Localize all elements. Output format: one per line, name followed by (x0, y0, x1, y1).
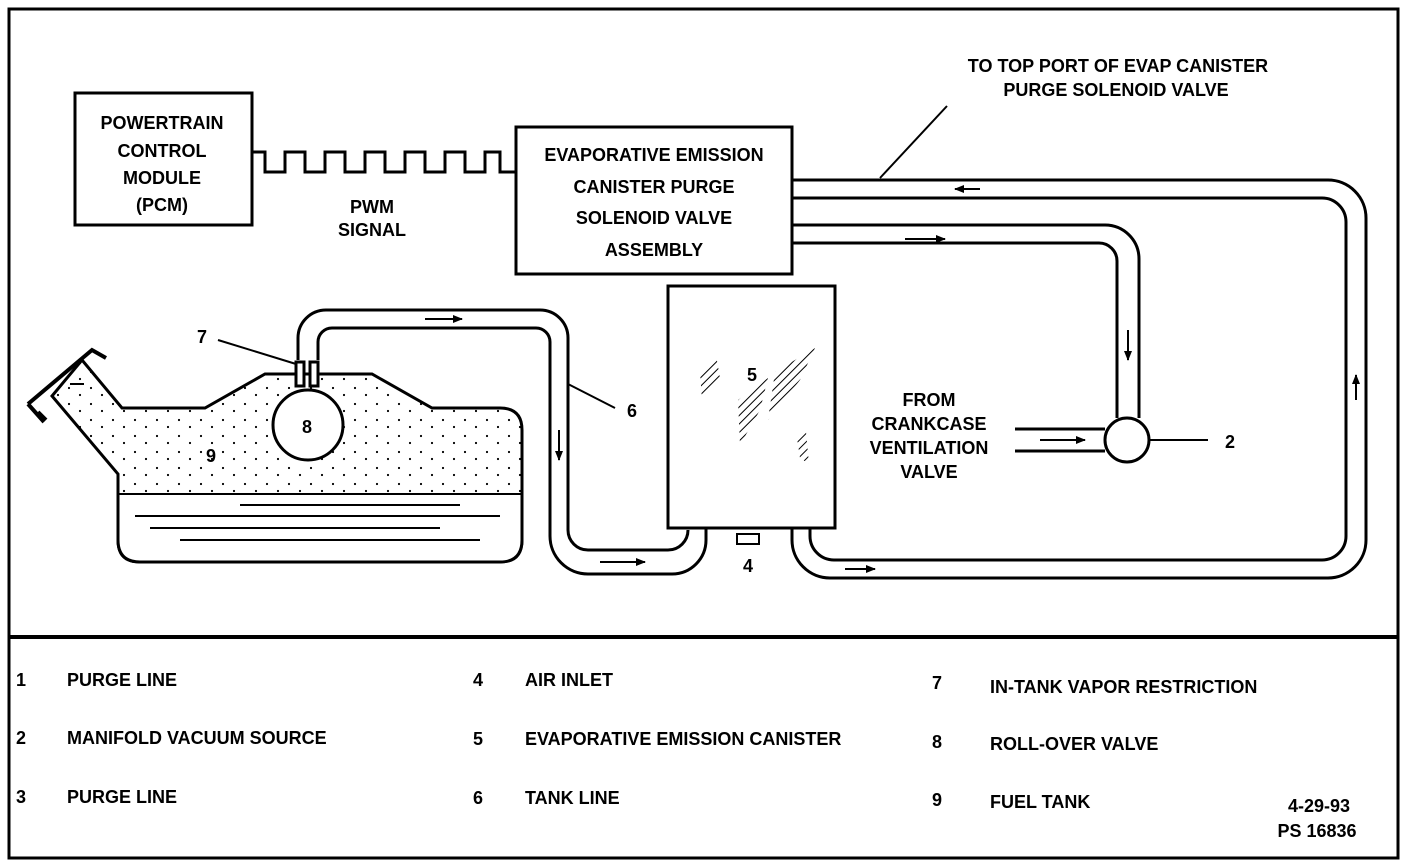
crankcase-label-line2: CRANKCASE (871, 414, 986, 434)
legend-label-9: FUEL TANK (990, 792, 1090, 812)
canister-hatch-1 (700, 355, 720, 400)
legend-label-5: EVAPORATIVE EMISSION CANISTER (525, 729, 841, 749)
crankcase-label-line4: VALVE (900, 462, 957, 482)
legend-num-2: 2 (16, 728, 26, 748)
legend-num-4: 4 (473, 670, 483, 690)
manifold-vacuum-node (1103, 416, 1151, 464)
crankcase-label-line3: VENTILATION (870, 438, 989, 458)
fuel-tank: 9 (26, 347, 524, 564)
canister-hatch-4 (797, 432, 809, 464)
tank-line (296, 308, 708, 576)
top-port-label-line2: PURGE SOLENOID VALVE (1003, 80, 1228, 100)
pcm-label-line1: POWERTRAIN (101, 113, 224, 133)
callout-9: 9 (206, 446, 216, 466)
pwm-label-line2: SIGNAL (338, 220, 406, 240)
pwm-signal-wave (252, 150, 516, 174)
top-port-leader (879, 105, 948, 179)
legend-num-6: 6 (473, 788, 483, 808)
filler-neck-cap (26, 347, 107, 424)
callout-2: 2 (1225, 432, 1235, 452)
legend-label-2: MANIFOLD VACUUM SOURCE (67, 728, 327, 748)
legend-label-1: PURGE LINE (67, 670, 177, 690)
callout-6-leader (567, 383, 616, 409)
roll-over-valve (271, 388, 345, 462)
figure-ref: PS 16836 (1277, 821, 1356, 841)
callout-7: 7 (197, 327, 207, 347)
outer-purge-line (790, 178, 1368, 580)
air-inlet (736, 533, 760, 545)
legend-num-3: 3 (16, 787, 26, 807)
pcm-label-line3: MODULE (123, 168, 201, 188)
valve-label-line2: CANISTER PURGE (573, 177, 734, 197)
canister-hatch-3 (768, 348, 815, 420)
legend-num-8: 8 (932, 732, 942, 752)
legend-num-7: 7 (932, 673, 942, 693)
valve-label-line1: EVAPORATIVE EMISSION (544, 145, 763, 165)
legend-num-5: 5 (473, 729, 483, 749)
pwm-label-line1: PWM (350, 197, 394, 217)
callout-4: 4 (743, 556, 753, 576)
vapor-restriction-left (294, 360, 306, 388)
callout-8: 8 (302, 417, 312, 437)
legend: 1 PURGE LINE 2 MANIFOLD VACUUM SOURCE 3 … (16, 670, 1257, 812)
legend-label-4: AIR INLET (525, 670, 613, 690)
outer-frame (7, 7, 1400, 860)
legend-num-9: 9 (932, 790, 942, 810)
pcm-box: POWERTRAIN CONTROL MODULE (PCM) (73, 91, 254, 227)
valve-label-line4: ASSEMBLY (605, 240, 703, 260)
top-port-label-line1: TO TOP PORT OF EVAP CANISTER (968, 56, 1268, 76)
vapor-restriction-right (308, 360, 320, 388)
callout-7-leader (217, 339, 297, 365)
manifold-vacuum-line (792, 223, 1141, 418)
pcm-label-line2: CONTROL (118, 141, 207, 161)
legend-label-6: TANK LINE (525, 788, 620, 808)
canister-hatch-2 (738, 378, 768, 445)
pcm-label-line4: (PCM) (136, 195, 188, 215)
legend-label-3: PURGE LINE (67, 787, 177, 807)
legend-label-8: ROLL-OVER VALVE (990, 734, 1158, 754)
valve-label-line3: SOLENOID VALVE (576, 208, 732, 228)
purge-solenoid-valve-box: EVAPORATIVE EMISSION CANISTER PURGE SOLE… (514, 125, 794, 276)
legend-label-7: IN-TANK VAPOR RESTRICTION (990, 677, 1257, 697)
evap-canister: 5 (666, 284, 837, 530)
legend-num-1: 1 (16, 670, 26, 690)
callout-5: 5 (747, 365, 757, 385)
crankcase-label-line1: FROM (903, 390, 956, 410)
figure-date: 4-29-93 (1288, 796, 1350, 816)
callout-6: 6 (627, 401, 637, 421)
